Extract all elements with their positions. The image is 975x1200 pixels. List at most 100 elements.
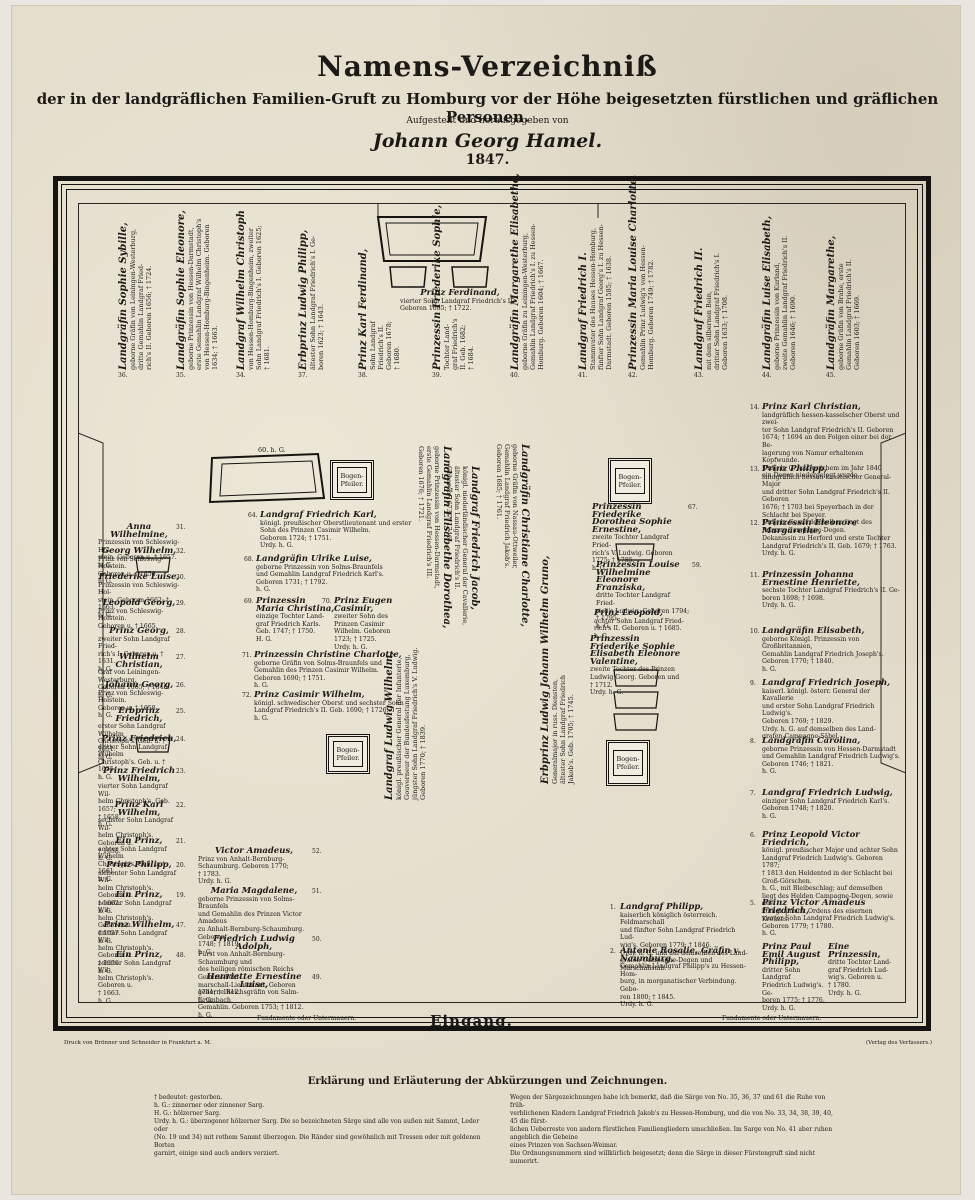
entry-name: Friederike Luise,	[98, 572, 180, 582]
entry-line: dritter Sohn Landgraf	[762, 966, 801, 982]
entry-name: Landgraf Friedrich Joseph,	[762, 678, 891, 688]
entry-line: Christoph's. Geb. u. † 1661.	[98, 860, 166, 876]
entry-name: Prinz Leopold Victor Friedrich,	[762, 830, 860, 848]
entry-line: Prinzessin von Schleswig-Hol-	[98, 539, 180, 554]
top-entry: Prinzessin Maria Louise Charlotte,Gemahl…	[628, 175, 655, 370]
entry-name: Prinz Karl Wilhelm,	[114, 800, 164, 818]
coffin-59-drawing	[615, 543, 655, 561]
entry-line: sechster Sohn Landgraf Wil-	[98, 817, 174, 832]
top-entry: Landgraf Friedrich I.Stammvater des Haus…	[578, 224, 613, 370]
entry-line: Landgraf Friedrich Ludwig's. Geboren 178…	[762, 854, 883, 870]
entry-line: Homburg. Geboren 1604; † 1667.	[537, 259, 545, 370]
entry-number: 71.	[242, 652, 252, 659]
entry-line: helm Christoph's. Geboren u.	[98, 944, 154, 960]
entry-number: 36.	[118, 372, 128, 379]
entry-line: h. G.	[98, 875, 113, 883]
right-entry: Landgräfin Elisabeth,geborne Königl. Pri…	[762, 627, 900, 674]
entry-line: 1634; † 1663.	[211, 325, 219, 370]
entry-line: Homburg. Geboren 1749; † 1782.	[647, 259, 655, 370]
entry-line: Christoph's. Geb. u. † 1651.	[98, 738, 166, 753]
top-entry: Landgraf Friedrich II.mit dem silbernen …	[694, 248, 729, 370]
entry-line: Gemahlin Prinz Ludwig's von Hessen-	[639, 245, 647, 370]
center-entry: Landgraf Friedrich Karl,königl. preußisc…	[260, 511, 440, 550]
entry-line: 1674; † 1694 an den Folgen einer bei der…	[762, 434, 892, 449]
entry-number: 25.	[176, 708, 186, 715]
entry-line: erste Gemahlin Landgraf Wilhelm Christop…	[195, 218, 203, 370]
entry-line: königl. preußischer Oberstlieutenant und…	[260, 519, 412, 527]
entry-line: geborne Prinzessin von Hessen-Darmstadt,	[187, 227, 195, 370]
entry-number: 47.	[176, 922, 186, 929]
entry-line: Christoph's. Geb. u. † 1655.	[98, 758, 166, 774]
entry-name: Antonie Rosalie, Gräfin v. Naumburg,	[620, 946, 741, 964]
entry-line: Urdy. h. G.	[762, 1004, 796, 1012]
entry-line: rich's Ludwig. Geboren 1794;	[596, 607, 690, 615]
entry-line: Geboren u. † 1665.	[98, 622, 158, 630]
entry-line: königl. preußischer Major und achter Soh…	[762, 847, 898, 855]
entry-number: 24.	[176, 736, 186, 743]
right-entry: Prinz Leopold Victor Friedrich,königl. p…	[762, 830, 900, 923]
entry-line: Urdy. h. G.	[198, 878, 232, 886]
entry-line: Prinz von Schleswig-Holstein.	[98, 689, 164, 705]
entry-number: 39.	[432, 372, 442, 379]
entry-line: graf Friedrich Karls.	[256, 620, 321, 628]
entry-line: vierter Sohn Landgraf Friedrich's II.	[400, 297, 515, 305]
entry-line: h. G.	[98, 773, 113, 781]
entry-line: Urdy. h. G.	[828, 989, 862, 997]
left-entry: Prinz Friedrich Wilhelm,vierter Sohn Lan…	[98, 767, 180, 829]
entry-name: Leopold Georg,	[102, 598, 176, 608]
arch-pillar-3: Bogen-Pfeiler.	[326, 734, 370, 774]
entry-line: geborne Reichsgräfin von Salm-Grumbach,	[198, 989, 299, 1004]
entry-line: Gemahlin Landgraf Friedrich Jakob's.	[503, 444, 511, 569]
page-subtitle: der in der landgräflichen Familien-Gruft…	[36, 90, 939, 126]
coffin-38-drawing	[389, 266, 427, 288]
entry-line: dritte Gemahlin Landgraf Fried-	[137, 263, 145, 370]
entry-line: Ludwig Georg. Geboren und	[590, 673, 680, 681]
entry-line: rich's V. Ludwig. Geboren	[592, 549, 673, 557]
entry-line: Geboren 1746; † 1821.	[762, 760, 834, 768]
entry-number: 8.	[750, 738, 756, 745]
entry-line: Prinz von Schleswig-Holstein.	[98, 555, 164, 571]
left-mid-entry: Victor Amadeus,Prinz von Anhalt-Bernburg…	[198, 847, 310, 886]
entry-line: achter Sohn Landgraf Fried-	[594, 617, 684, 625]
entry-number: 2.	[610, 948, 616, 955]
entry-line: Geboren 1769; † 1829.	[762, 717, 834, 725]
entry-line: fünfter Sohn Landgraf Georg's I. zu Hess…	[597, 224, 605, 370]
top-entry: Landgräfin Sophie Sybille,geborne Gräfin…	[118, 222, 153, 370]
entry-line: h. G.	[98, 907, 113, 915]
entry-line: Geboren 1690; † 1751.	[254, 674, 326, 682]
entry-number: 45.	[826, 372, 836, 379]
entry-line: Sohn Landgraf	[369, 321, 377, 370]
entry-line: boren 1698; † 1698.	[762, 594, 825, 602]
entry-line: Geboren 1678;	[385, 320, 393, 370]
entry-line: Urdy. h. G., auf welchem im Jahr 1840	[762, 464, 882, 472]
entry-line: † 1795.	[596, 615, 619, 623]
right-entry: Prinz Victor Amadeus Friedrich,vierter S…	[762, 899, 900, 938]
entry-name: Landgräfin Christiane Charlotte,	[519, 444, 530, 628]
entry-line: zweiter Sohn des	[334, 613, 388, 621]
coffin-32-drawing	[135, 557, 171, 573]
entry-line: zweiter Sohn Landgraf Fried-	[98, 635, 170, 651]
right-entry: Prinz Karl Christian,landgräflich hessen…	[762, 403, 900, 480]
entry-name: Erbprinz Ludwig Johann Wilhelm Gruno,	[540, 555, 551, 784]
entry-line: Jakob's. Geb. 1705; † 1745.	[567, 694, 575, 784]
legend-line: (No. 19 und 34) mit rothem Sammt überzog…	[154, 1134, 481, 1149]
entry-number: 1.	[610, 904, 616, 911]
entry-number: 23.	[176, 768, 186, 775]
entry-line: ältester Sohn Landgraf Friedrich	[559, 674, 567, 784]
entry-line: Geboren 1665; † 1646.	[98, 684, 170, 692]
entry-line: sechste Tochter Landgraf Friedrich's II.…	[762, 587, 900, 595]
right-entry: Prinzessin Johanna Ernestine Henriette,s…	[762, 571, 900, 610]
entry-line: h. G.	[198, 948, 213, 956]
legend-line: Urdy. h. G.: überzogener hölzerner Sarg.…	[154, 1118, 480, 1133]
top-entry: Landgräfin Margarethe Elisabethe,geborne…	[510, 173, 545, 370]
entry-line: Geboren 1779; † 1780.	[762, 922, 834, 930]
entry-line: Prinzessin von Schleswig-Hol-	[98, 581, 180, 597]
entry-line: geborne Prinzessin von Solms-Braunfels	[198, 895, 295, 911]
entry-line: h. G.	[596, 622, 611, 630]
left-entry: Prinz Karl Wilhelm,sechster Sohn Landgra…	[98, 800, 180, 863]
entry-line: h. G.	[98, 665, 113, 673]
entry-name: Prinz Casimir Wilhelm,	[254, 690, 365, 700]
coffins-57-58-drawing	[613, 669, 659, 731]
